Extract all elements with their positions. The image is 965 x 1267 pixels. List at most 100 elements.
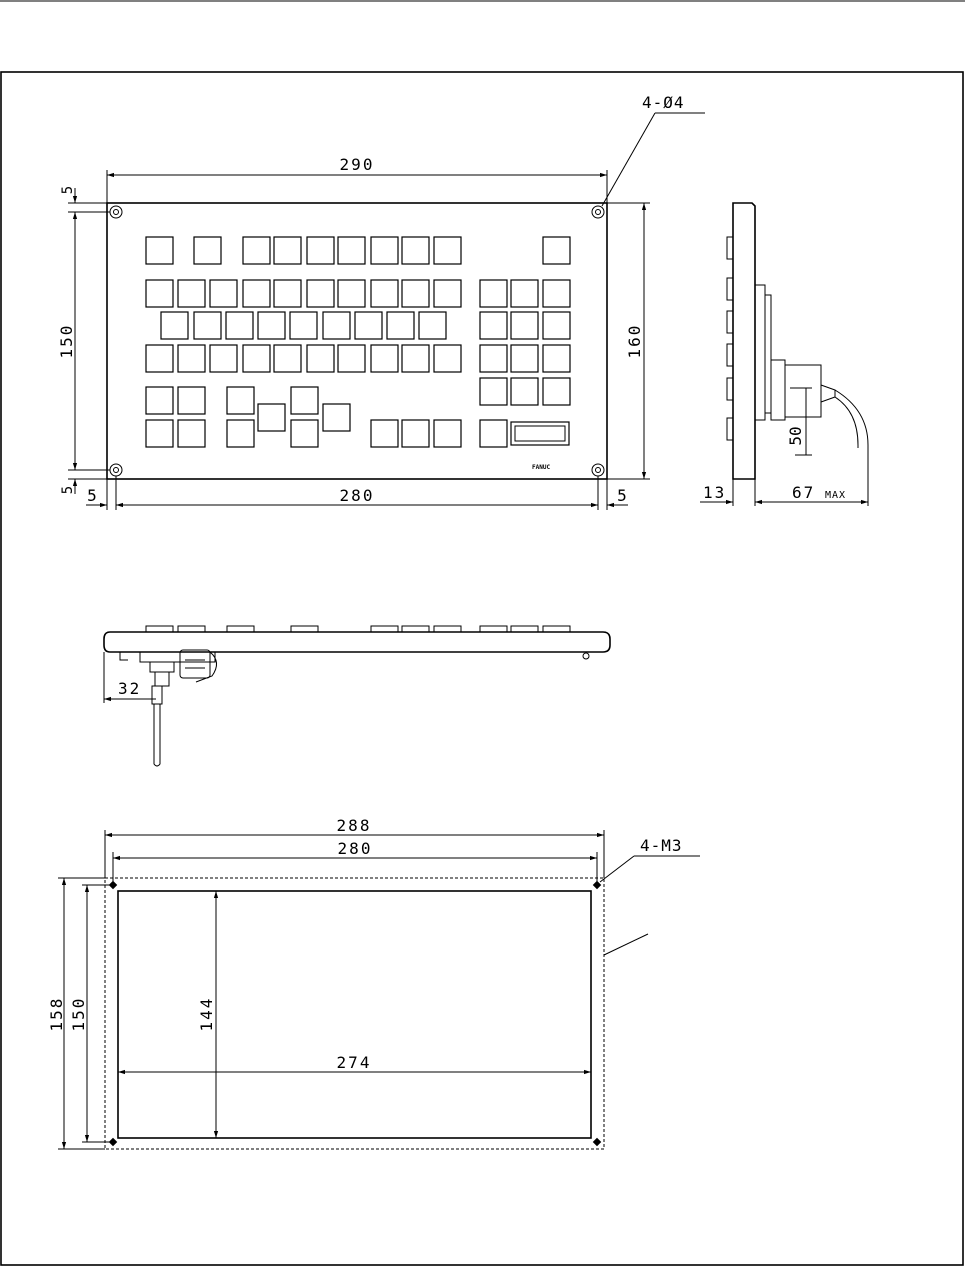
- keypad-key: [227, 387, 254, 414]
- keypad-key: [307, 345, 334, 372]
- screw-hole-icon: [593, 1138, 601, 1146]
- top-view: 32: [104, 626, 610, 766]
- dim-inner-height-144: 144: [197, 997, 216, 1032]
- dim-pitch-280: 280: [340, 486, 375, 505]
- panel-outline-dashed: [105, 878, 604, 1149]
- keypad: [146, 237, 570, 447]
- screw-hole-icon: [593, 881, 601, 889]
- keypad-key: [194, 237, 221, 264]
- keypad-key: [434, 345, 461, 372]
- holes-callout: 4-Ø4: [642, 93, 685, 112]
- mounting-hole-icon: [592, 206, 604, 218]
- dim-margin-left: 5: [87, 486, 97, 505]
- keypad-key: [371, 420, 398, 447]
- key-top: [402, 626, 429, 632]
- keypad-key: [161, 312, 188, 339]
- side-key: [727, 237, 733, 259]
- keypad-key: [210, 280, 237, 307]
- ribbon-connector: [180, 650, 210, 678]
- cable-line: [154, 704, 160, 766]
- keypad-key: [338, 280, 365, 307]
- key-top: [434, 626, 461, 632]
- keypad-key: [402, 237, 429, 264]
- keypad-key: [480, 378, 507, 405]
- keypad-key: [480, 420, 507, 447]
- leader-line: [604, 934, 648, 955]
- connector-top: [150, 662, 174, 672]
- stud-icon: [583, 653, 589, 659]
- keypad-key: [338, 345, 365, 372]
- key-wide: [511, 422, 569, 445]
- dim-depth-67: 67: [792, 483, 815, 502]
- keypad-key: [210, 345, 237, 372]
- leader-line: [600, 856, 634, 882]
- keypad-key: [243, 280, 270, 307]
- dim-hole-pitch-280: 280: [338, 839, 373, 858]
- keypad-key: [371, 237, 398, 264]
- keypad-key: [258, 312, 285, 339]
- mounting-hole-icon: [596, 468, 601, 473]
- keypad-key: [338, 237, 365, 264]
- keypad-key: [434, 237, 461, 264]
- keypad-key: [543, 345, 570, 372]
- keypad-key: [178, 280, 205, 307]
- mounting-hole-icon: [114, 210, 119, 215]
- key-top: [146, 626, 173, 632]
- keypad-key: [307, 280, 334, 307]
- dim-margin-top: 5: [60, 186, 76, 194]
- keypad-key: [543, 280, 570, 307]
- side-key: [727, 278, 733, 300]
- keypad-key: [226, 312, 253, 339]
- keypad-key: [291, 420, 318, 447]
- keypad-key: [146, 387, 173, 414]
- keypad-key: [178, 420, 205, 447]
- keypad-key: [543, 312, 570, 339]
- mounting-hole-icon: [114, 468, 119, 473]
- pcb-board: [755, 285, 765, 420]
- cable-boot: [152, 686, 162, 704]
- keypad-key: [194, 312, 221, 339]
- side-key: [727, 378, 733, 400]
- keypad-key: [290, 312, 317, 339]
- top-panel-outline: [104, 632, 610, 652]
- keypad-key: [371, 345, 398, 372]
- keypad-key: [434, 420, 461, 447]
- keypad-key: [371, 280, 398, 307]
- dim-connector-50: 50: [786, 426, 805, 445]
- keypad-key: [323, 404, 350, 431]
- keypad-key: [291, 387, 318, 414]
- side-key: [727, 344, 733, 366]
- dim-thickness-13: 13: [703, 483, 726, 502]
- keypad-key: [178, 387, 205, 414]
- keypad-key: [274, 345, 301, 372]
- key-top: [511, 626, 538, 632]
- keypad-key: [402, 345, 429, 372]
- connector-housing: [771, 360, 785, 420]
- screw-callout: 4-M3: [640, 836, 683, 855]
- keypad-key: [434, 280, 461, 307]
- keypad-key: [274, 237, 301, 264]
- keypad-key: [511, 312, 538, 339]
- dim-hole-pitch-150: 150: [69, 997, 88, 1032]
- key-top: [178, 626, 205, 632]
- edge-detail: [120, 652, 128, 660]
- connector-top: [155, 672, 169, 686]
- keypad-key: [243, 345, 270, 372]
- mounting-hole-icon: [110, 206, 122, 218]
- dim-height-150: 150: [57, 324, 76, 359]
- key-top: [227, 626, 254, 632]
- keypad-key: [511, 378, 538, 405]
- key-top: [543, 626, 570, 632]
- keypad-key: [227, 420, 254, 447]
- key-top: [480, 626, 507, 632]
- dim-margin-bottom: 5: [60, 486, 76, 494]
- keypad-key: [146, 237, 173, 264]
- dim-inner-width-274: 274: [337, 1053, 372, 1072]
- keypad-key: [307, 237, 334, 264]
- dim-outer-height-158: 158: [47, 997, 66, 1032]
- cutout-opening: [118, 891, 591, 1138]
- dim-outer-width-288: 288: [337, 816, 372, 835]
- dim-margin-right: 5: [617, 486, 627, 505]
- keypad-key: [355, 312, 382, 339]
